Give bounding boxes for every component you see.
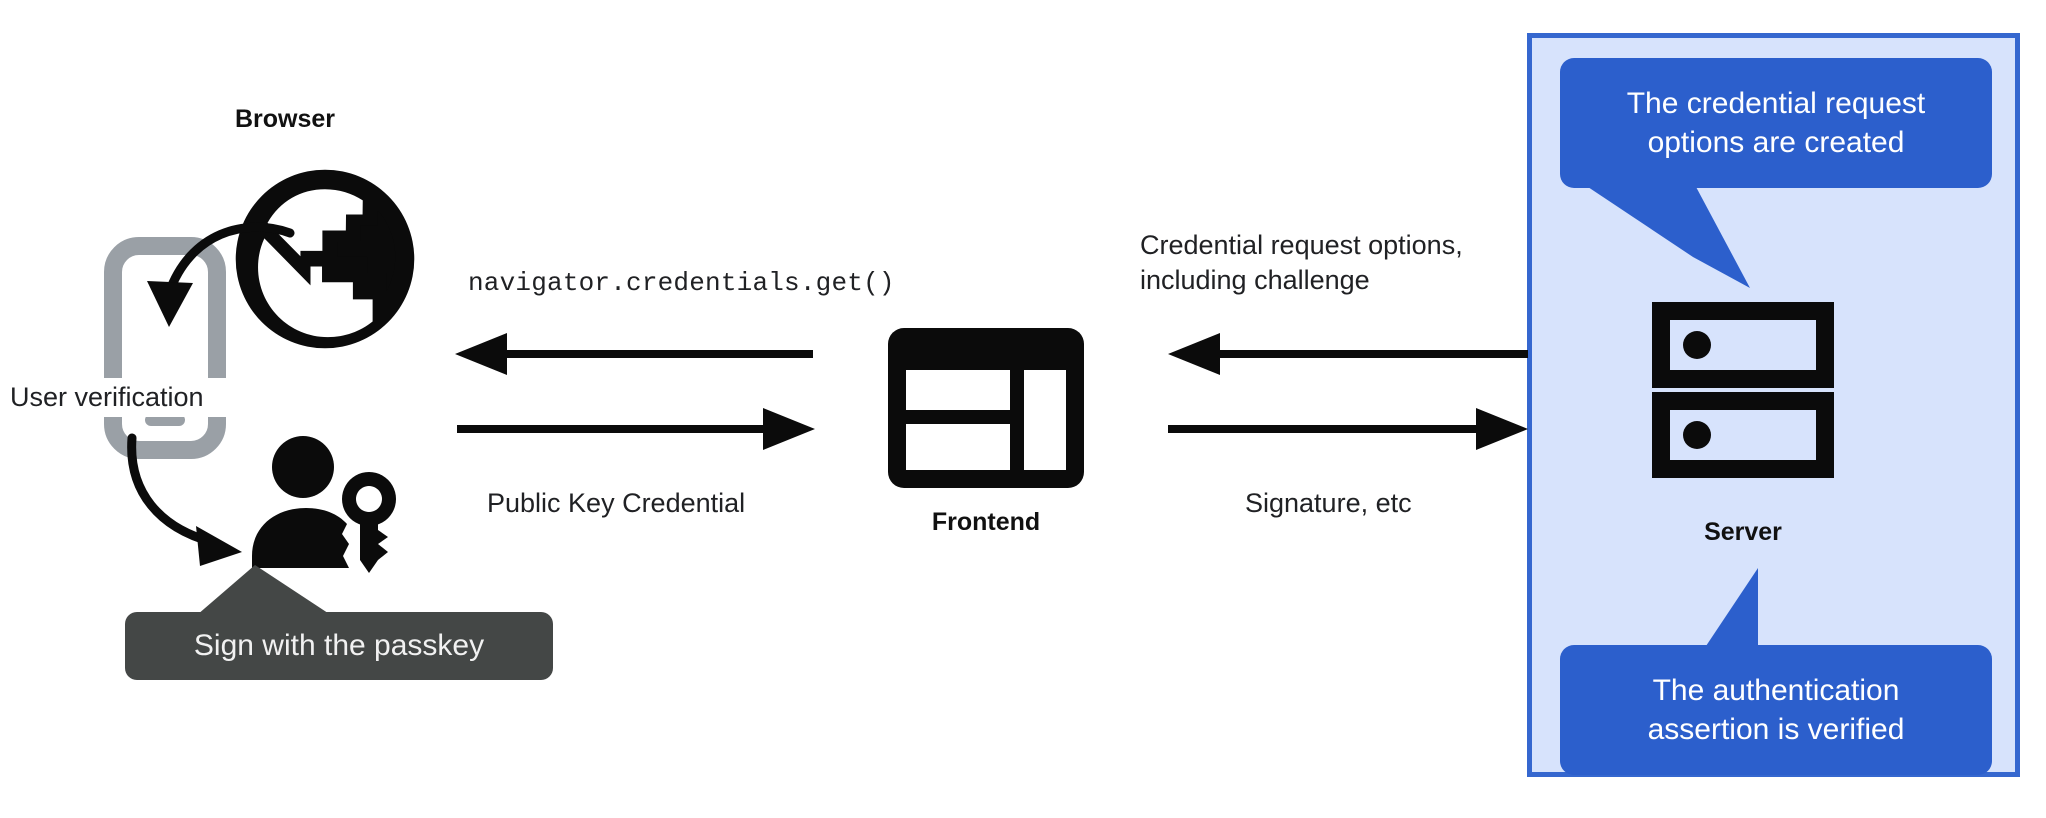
public-key-credential-label: Public Key Credential <box>487 488 746 518</box>
server-rack-icon <box>1652 302 1834 478</box>
callout-credential-options: The credential request options are creat… <box>1560 58 1992 188</box>
frontend-label: Frontend <box>931 508 1041 536</box>
credential-request-options-label: Credential request options, including ch… <box>1140 230 1463 295</box>
globe-icon <box>232 166 418 352</box>
person-with-key-icon <box>250 434 410 579</box>
browser-to-device-arrow <box>95 215 305 355</box>
passkey-tooltip: Sign with the passkey <box>125 612 553 680</box>
passkey-tooltip-tail <box>190 565 390 635</box>
frontend-to-server-arrow <box>1168 408 1528 450</box>
server-to-frontend-arrow <box>1168 333 1528 375</box>
callout-credential-options-text: The credential request options are creat… <box>1626 87 1926 159</box>
browser-label: Browser <box>234 105 336 133</box>
frontend-to-browser-arrow <box>455 333 815 375</box>
mobile-device-icon <box>104 237 226 459</box>
navigator-credentials-get-label: navigator.credentials.get() <box>468 268 895 298</box>
device-to-user-arrow <box>120 430 340 580</box>
callout-top-tail <box>1585 185 1785 295</box>
user-verification-label: User verification <box>10 378 270 417</box>
callout-authentication-assertion-text: The authentication assertion is verified <box>1647 674 1905 746</box>
signature-etc-label: Signature, etc <box>1245 488 1412 518</box>
server-label: Server <box>1704 518 1782 546</box>
browser-to-frontend-arrow <box>455 408 815 450</box>
web-layout-icon <box>888 328 1084 488</box>
passkey-tooltip-text: Sign with the passkey <box>193 629 485 662</box>
callout-authentication-assertion: The authentication assertion is verified <box>1560 645 1992 775</box>
